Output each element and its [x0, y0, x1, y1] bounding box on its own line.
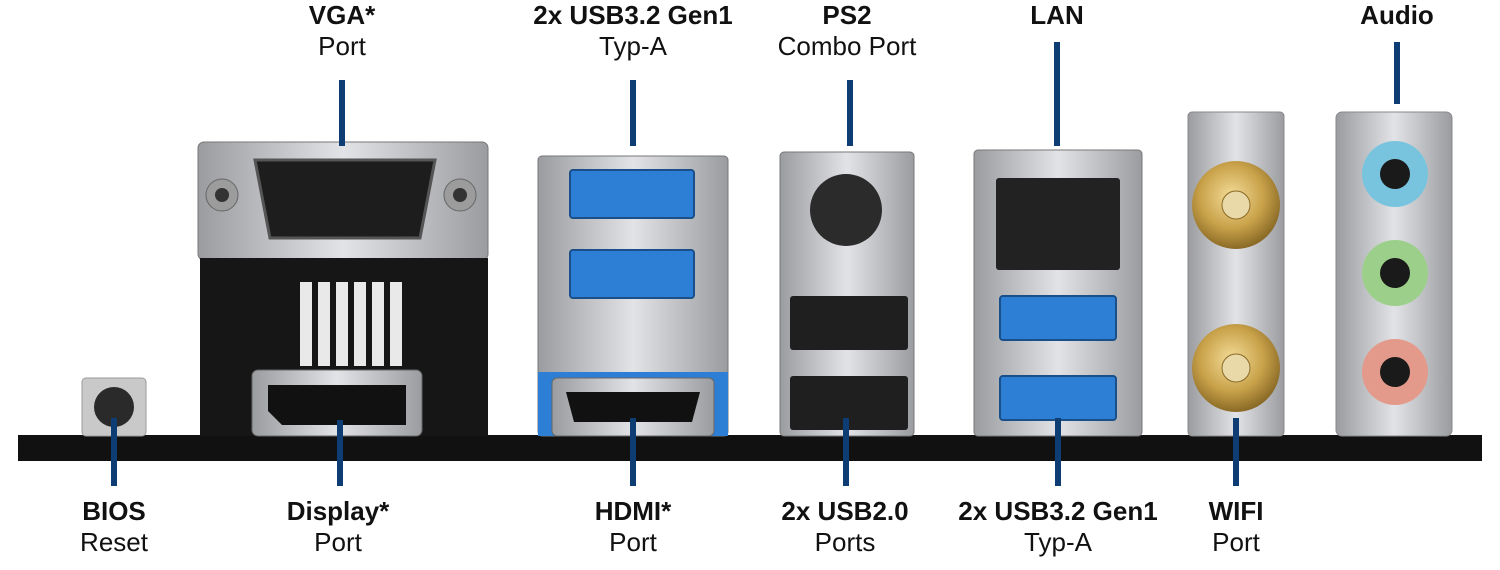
label-vga: VGA* Port: [308, 0, 376, 61]
label-audio: Audio: [1360, 0, 1434, 30]
label-lan: LAN: [1030, 0, 1084, 30]
ps2-usb20-stack-icon: [779, 151, 915, 437]
label-ps2: PS2 Combo Port: [777, 0, 917, 61]
label-display: Display* Port: [286, 496, 390, 557]
motherboard-edge-bar: [18, 435, 1482, 461]
vga-port-icon: [197, 141, 489, 261]
label-usb32-top: 2x USB3.2 Gen1 Typ-A: [533, 0, 733, 61]
label-usb20: 2x USB2.0 Ports: [781, 496, 909, 557]
audio-jacks-icon: [1335, 111, 1453, 437]
hdmi-port-icon: [551, 377, 715, 437]
vga-cable-pins: [300, 282, 402, 366]
label-wifi: WIFI Port: [1208, 496, 1264, 557]
displayport-icon: [251, 369, 423, 437]
label-hdmi: HDMI* Port: [594, 496, 672, 557]
bios-reset-button-icon: [81, 377, 147, 437]
lan-usb32-stack-icon: [973, 149, 1143, 437]
leader-lines: [111, 42, 1400, 486]
wifi-connectors-icon: [1187, 111, 1285, 437]
label-usb32-bottom: 2x USB3.2 Gen1 Typ-A: [958, 496, 1158, 557]
label-bios: BIOS Reset: [80, 496, 148, 557]
